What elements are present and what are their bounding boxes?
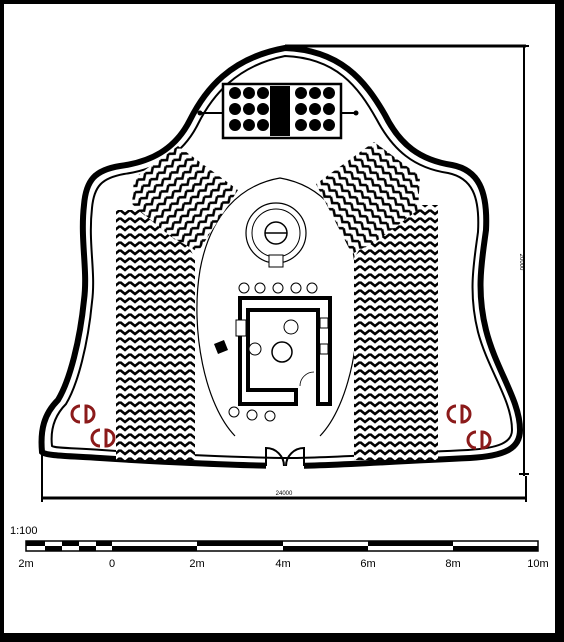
stage-light [229,119,241,131]
stage-light [243,119,255,131]
stage-unit [197,82,359,140]
round-feature [245,202,307,268]
scale-label: 2m [18,558,33,570]
scale-label: 6m [360,558,375,570]
accent-seat-group [90,428,116,448]
accent-seat-group [466,430,492,450]
seating-block-left-upper [132,146,238,252]
accent-seat-group [70,404,96,424]
scale-label: 8m [445,558,460,570]
scale-label: 0 [109,558,115,570]
stage-light [309,119,321,131]
stage-light [295,103,307,115]
accent-seating [70,404,492,450]
scale-bar [25,540,539,552]
stage-light [243,87,255,99]
bar-counter [214,282,332,422]
bar-stool [306,282,318,294]
bar-stool [264,410,276,422]
height-dimension-label: 20000 [518,254,524,271]
seating-blocks [116,142,438,460]
bar-stool [238,282,250,294]
entrance-doors [265,446,305,470]
scale-label: 2m [189,558,204,570]
accent-seat-group [446,404,472,424]
bar-stool [254,282,266,294]
stage-light [323,103,335,115]
bar-stools [228,282,318,422]
scale-label: 10m [527,558,548,570]
bar-stool [246,409,258,421]
stage-light [323,87,335,99]
stage-light [309,87,321,99]
bar-stool [228,406,240,418]
stage-light [257,103,269,115]
stage-light [309,103,321,115]
scale-label: 4m [275,558,290,570]
stage-light [229,87,241,99]
seating-block-right-upper [316,142,420,254]
scale-ratio: 1:100 [10,525,38,537]
stage-lights [229,87,335,131]
seating-block-right-lower [354,205,438,460]
stage-light [295,87,307,99]
scale-labels: 2m 0 2m 4m 6m 8m 10m [18,558,548,570]
stage-light [257,87,269,99]
stage-light [257,119,269,131]
stage-light [295,119,307,131]
dimension-lines [41,44,529,502]
stage-light [229,103,241,115]
bar-stool [290,282,302,294]
stage-light [243,103,255,115]
width-dimension-label: 24000 [276,491,293,497]
seating-block-left-lower [116,210,195,460]
bar-stool [272,282,284,294]
stage-light [323,119,335,131]
